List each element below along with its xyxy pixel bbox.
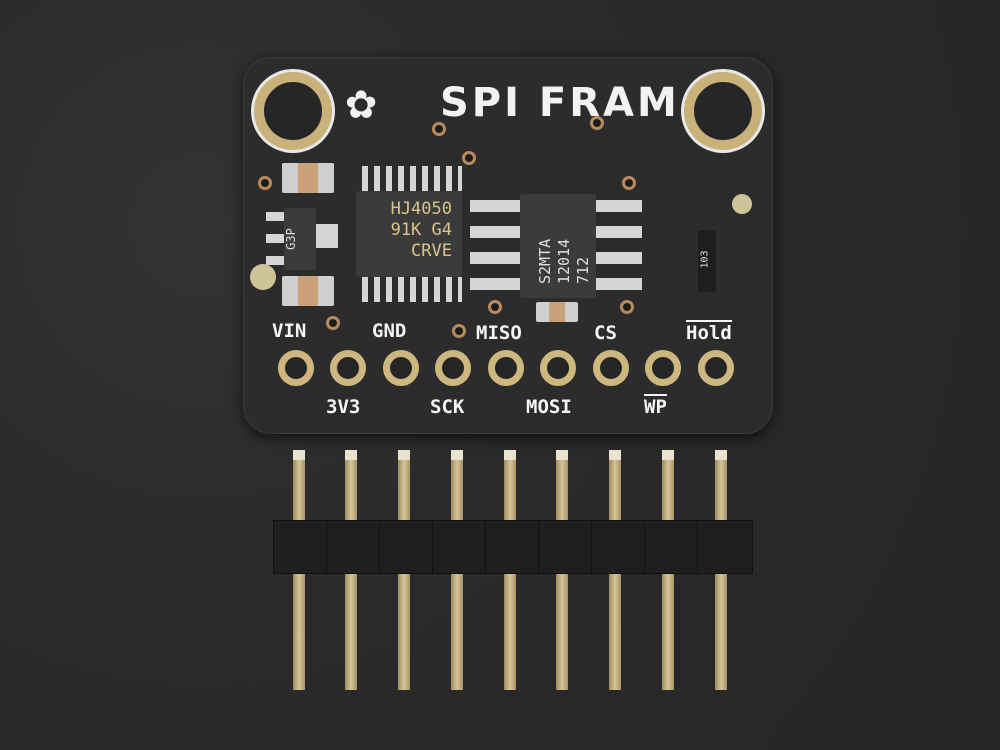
pin-label-cs: CS: [594, 322, 617, 344]
pin-label-3v3: 3V3: [326, 396, 361, 418]
level-shifter-chip: HJ4050 91K G4 CRVE: [356, 191, 462, 277]
header-housing: [432, 520, 488, 574]
chip-marking-line1: S2MTA: [536, 238, 554, 284]
chip-marking-line1: HJ4050: [390, 199, 452, 219]
board-title: SPI FRAM: [440, 80, 680, 126]
header-housing: [485, 520, 541, 574]
pin-label-hold: Hold: [686, 320, 732, 344]
regulator-marking: G3P: [283, 228, 298, 250]
pin-pad-gnd: [383, 350, 419, 386]
header-housing: [697, 520, 753, 574]
test-pad: [250, 264, 276, 290]
resistor-array-marking: 103: [699, 250, 711, 269]
pin-pad-vin: [278, 350, 314, 386]
via: [488, 300, 502, 314]
lead: [266, 234, 284, 243]
via: [452, 324, 466, 338]
pin-label-wp: WP: [644, 394, 667, 418]
header-housing: [273, 520, 329, 574]
chip-leads-top: [356, 166, 462, 191]
pin-pad-wp: [645, 350, 681, 386]
chip-leads-right: [596, 200, 642, 294]
chip-marking-line3: 712: [574, 256, 592, 284]
pin-label-miso: MISO: [476, 322, 522, 344]
pin-pad-3v3: [330, 350, 366, 386]
capacitor: [536, 302, 578, 322]
pin-pad-mosi: [540, 350, 576, 386]
header-housing: [326, 520, 382, 574]
pin-label-mosi: MOSI: [526, 396, 572, 418]
chip-marking-line2: 12014: [555, 238, 573, 284]
via: [620, 300, 634, 314]
flower-star-icon: ✿: [346, 72, 377, 130]
pin-label-gnd: GND: [372, 320, 407, 342]
header-housing: [644, 520, 700, 574]
mounting-hole-left: [254, 72, 332, 150]
mounting-hole-right: [684, 72, 762, 150]
header-housing: [591, 520, 647, 574]
header-housing: [379, 520, 435, 574]
lead: [266, 256, 284, 265]
via: [432, 122, 446, 136]
chip-marking-line2: 91K G4: [390, 220, 452, 240]
via: [326, 316, 340, 330]
pin-label-sck: SCK: [430, 396, 465, 418]
pin-pad-hold: [698, 350, 734, 386]
capacitor: [282, 276, 334, 306]
pin-label-vin: VIN: [272, 320, 307, 342]
voltage-regulator: G3P: [284, 208, 316, 270]
chip-marking-line3: CRVE: [411, 241, 452, 261]
resistor-array: 103: [698, 230, 716, 292]
header-housing: [538, 520, 594, 574]
test-pad: [732, 194, 752, 214]
pin-pad-miso: [488, 350, 524, 386]
lead: [266, 212, 284, 221]
fram-chip: S2MTA 12014 712: [520, 194, 596, 298]
capacitor: [282, 163, 334, 193]
pin-pad-cs: [593, 350, 629, 386]
via: [622, 176, 636, 190]
pin-header-strip: [273, 450, 753, 700]
via: [258, 176, 272, 190]
pin-pad-sck: [435, 350, 471, 386]
pcb-board: ✿ SPI FRAM G3P HJ4050 91K G4 CRVE S2MTA …: [243, 57, 773, 434]
chip-leads-bottom: [356, 277, 462, 302]
lead: [316, 224, 338, 248]
via: [590, 116, 604, 130]
via: [462, 151, 476, 165]
chip-leads-left: [470, 200, 520, 294]
